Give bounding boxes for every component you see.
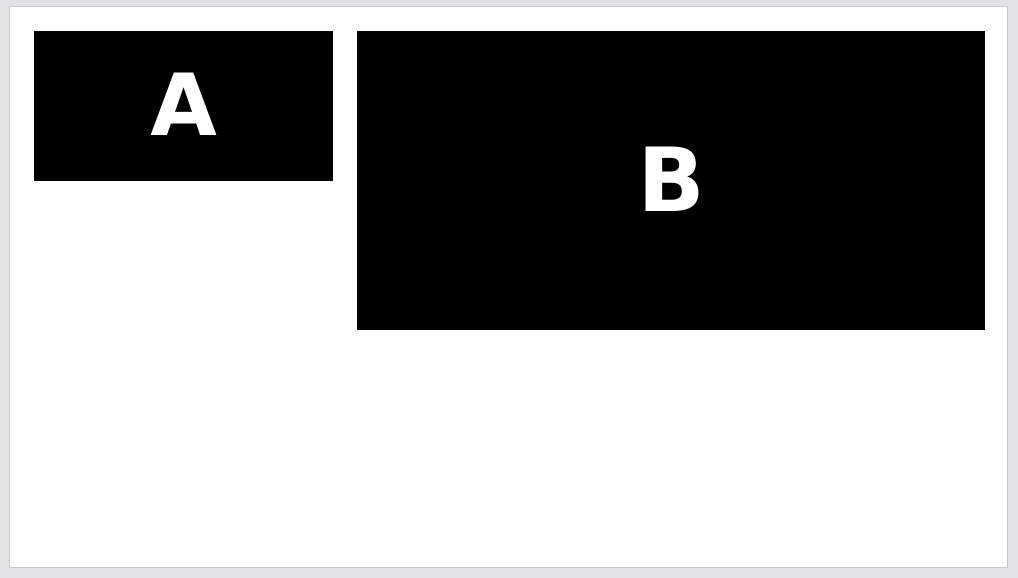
shape-b-label: B [637,128,705,232]
shape-a[interactable]: A [34,31,333,181]
shape-a-label: A [150,56,217,156]
shape-b[interactable]: B [357,31,985,330]
slide-canvas[interactable]: A B [9,6,1008,568]
